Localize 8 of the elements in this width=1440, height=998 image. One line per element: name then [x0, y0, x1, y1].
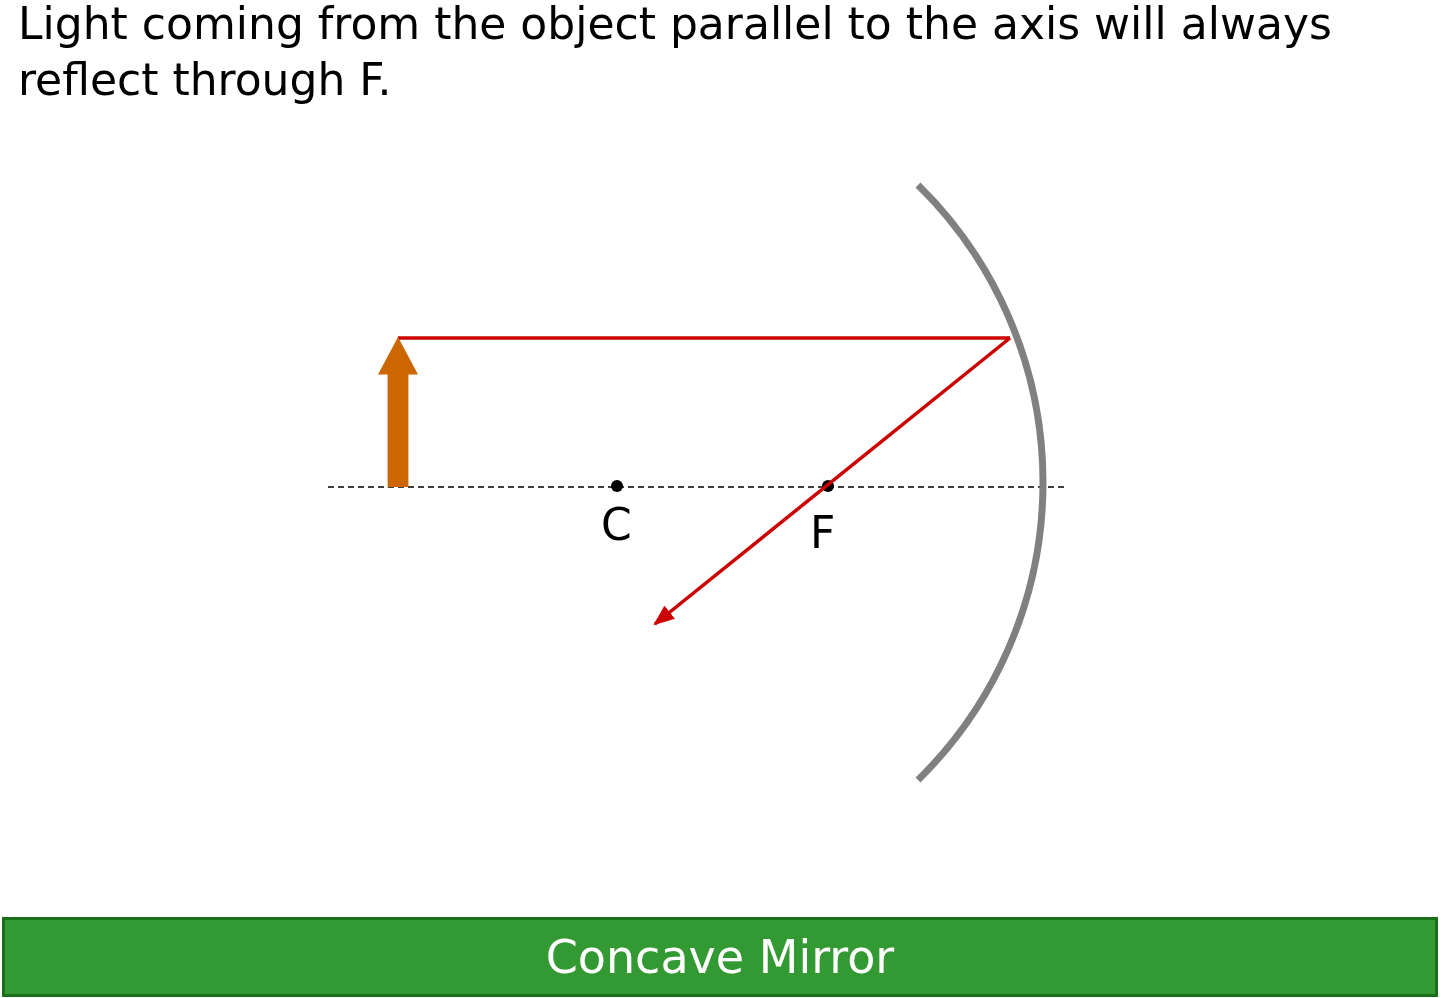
light-ray: [398, 336, 1010, 340]
title: Light coming from the object parallel to the axis will always reflect through F.: [18, 0, 1333, 107]
title-banner: Concave Mirror: [2, 917, 1438, 997]
concave-mirror: [915, 182, 1046, 783]
light-ray: [653, 336, 1012, 626]
point-label: C: [601, 503, 632, 547]
object-arrow: [378, 337, 418, 487]
point-label: F: [810, 511, 836, 555]
